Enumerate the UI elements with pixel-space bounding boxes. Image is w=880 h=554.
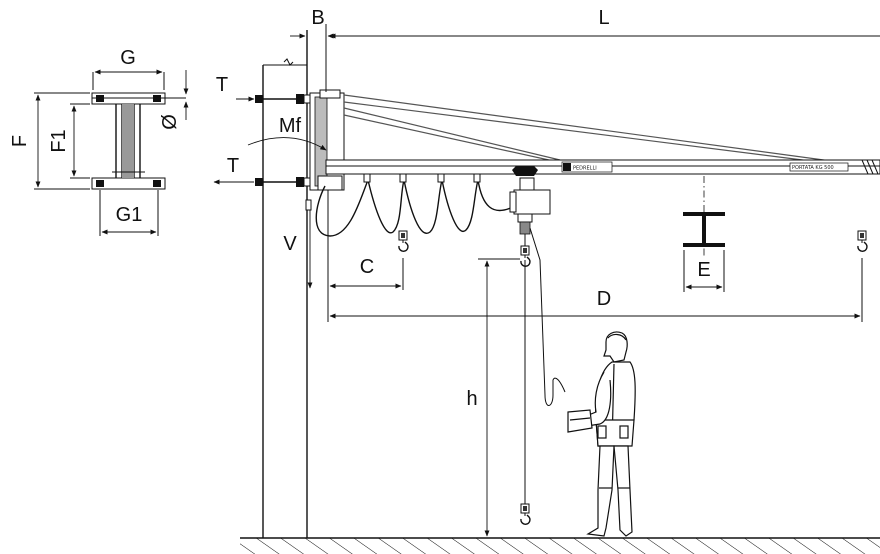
column-section-detail: G F F1 G1 Ø (9, 47, 189, 236)
label-v: V (283, 233, 297, 255)
hook-min-position (398, 230, 409, 252)
operator-figure (567, 331, 636, 537)
pillar: V (262, 30, 313, 538)
label-h: h (466, 388, 477, 410)
jib-arm: PEDRELLI PORTATA KG 500 (325, 94, 880, 175)
label-diameter: Ø (159, 114, 181, 130)
label-d: D (597, 288, 611, 310)
festoon-cable (315, 173, 516, 237)
label-mf: Mf (279, 115, 302, 137)
label-g: G (120, 47, 136, 69)
dimensions: B L C D h (290, 7, 880, 537)
capacity-plate: PORTATA KG 500 (792, 165, 834, 171)
hook-max-position (857, 230, 868, 252)
label-f: F (9, 135, 31, 147)
label-e: E (697, 259, 710, 281)
label-l: L (598, 7, 609, 29)
label-b: B (311, 7, 324, 29)
ground (240, 537, 880, 554)
label-t-bottom: T (227, 155, 239, 177)
label-g1: G1 (116, 204, 143, 226)
brand-plate: PEDRELLI (573, 166, 597, 172)
label-t-top: T (216, 74, 228, 96)
wall-bracket: T T Mf (213, 74, 345, 211)
electric-hoist (509, 166, 566, 525)
label-f1: F1 (48, 129, 70, 152)
label-c: C (360, 256, 374, 278)
beam-section-detail: E (683, 176, 725, 292)
